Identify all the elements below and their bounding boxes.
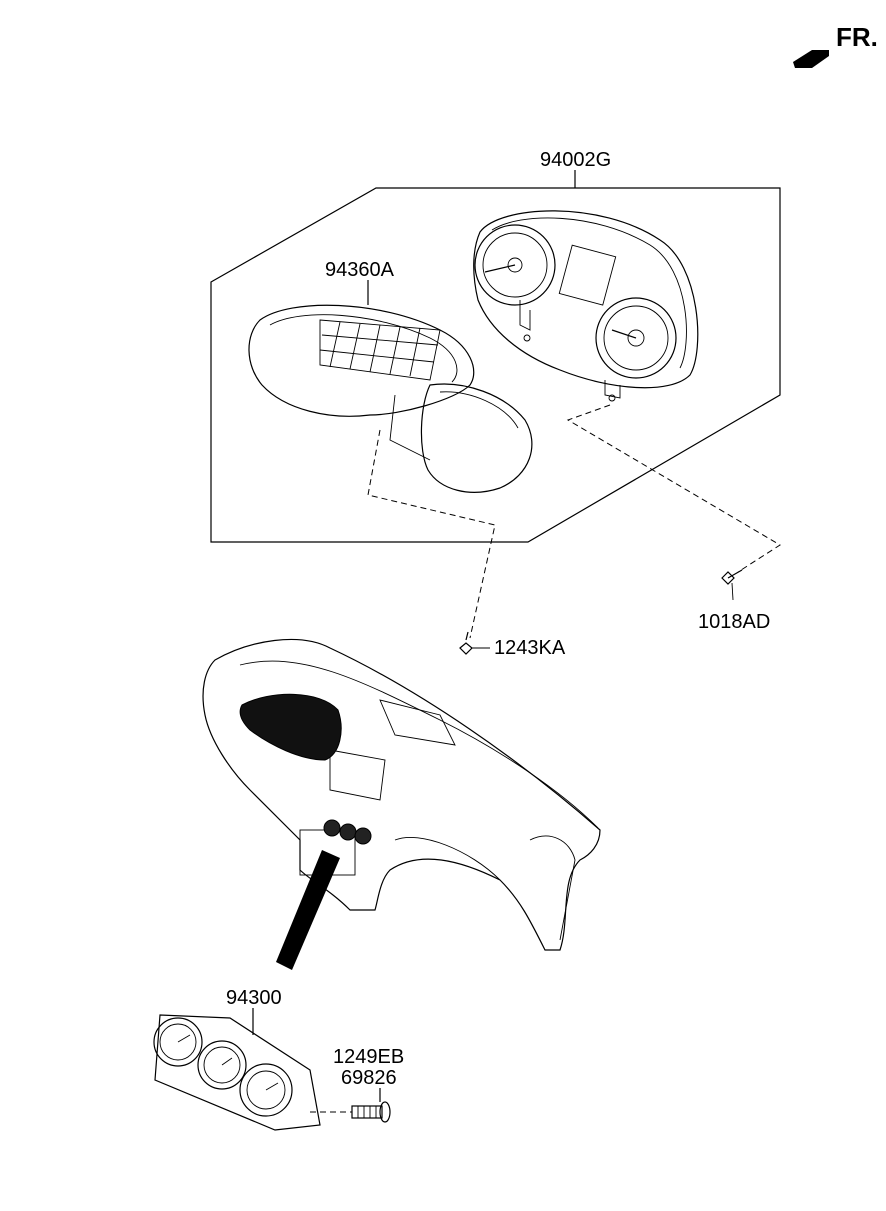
part-label-94300: 94300: [226, 987, 282, 1009]
part-label-1018AD: 1018AD: [698, 611, 770, 633]
front-label: FR.: [836, 22, 878, 52]
screw-1243KA-icon: [459, 631, 490, 655]
gauge-1: [153, 1017, 203, 1067]
instrument-cluster: [473, 210, 699, 402]
triple-gauge-assembly: [153, 1014, 321, 1131]
assembly-boundary: [210, 187, 781, 543]
front-direction-indicator: FR.: [793, 22, 878, 68]
dashboard-illustration: [202, 638, 601, 951]
gauge-2: [197, 1040, 247, 1090]
part-label-94360A: 94360A: [325, 259, 395, 281]
leader-1018AD-dashed: [566, 404, 781, 573]
leader-1243KA-dashed: [367, 429, 496, 639]
part-label-94002G: 94002G: [540, 149, 611, 171]
tachometer-gauge: [595, 297, 677, 379]
part-label-1249EB: 1249EB: [333, 1046, 404, 1068]
screw-1018AD-icon: [721, 569, 743, 601]
speedometer-gauge: [474, 224, 556, 306]
cluster-housing-highlight: [239, 693, 342, 761]
part-label-69826: 69826: [341, 1067, 397, 1089]
gauge-3: [239, 1063, 293, 1117]
part-label-1243KA: 1243KA: [494, 637, 566, 659]
gauge-pointer-arrow: [276, 850, 340, 970]
cluster-lens-frame: [248, 304, 533, 493]
front-arrow-icon: [793, 50, 829, 68]
screw-1249EB-icon: [310, 1101, 391, 1123]
